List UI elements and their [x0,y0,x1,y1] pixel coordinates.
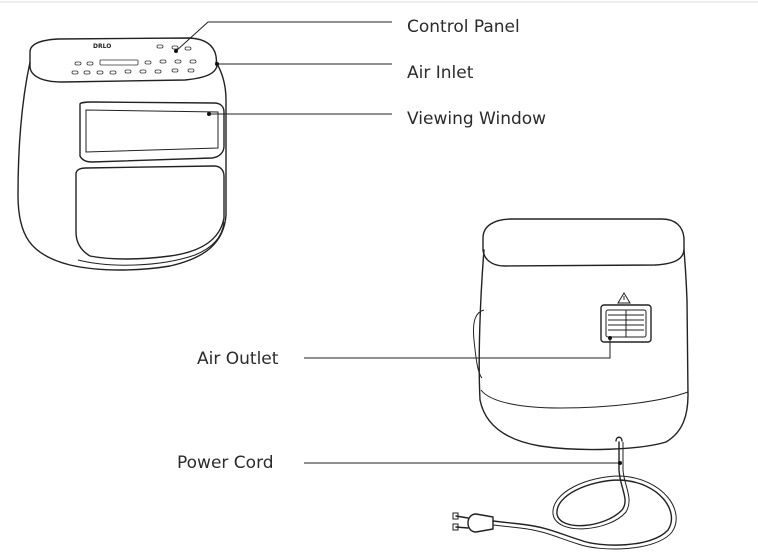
control-panel-buttons: DRLO [71,43,197,75]
front-base-curve [77,221,225,266]
callout-viewing-window: Viewing Window [207,109,546,129]
panel-button [187,68,195,73]
control-panel-dot [174,49,178,53]
back-body [478,249,689,451]
panel-button [96,70,104,75]
back-base-band [480,389,689,409]
back-side-panel [473,309,485,379]
viewing-window-dot [207,112,211,116]
panel-button [171,68,179,73]
brand-logo: DRLO [93,43,111,50]
power-cord-dot [618,461,622,465]
air-outlet-dot [608,336,612,340]
front-body [17,61,227,271]
viewing-window-inner [85,109,219,153]
control-panel-leader [175,21,392,52]
panel-button [139,69,147,74]
cord-outlet [615,436,623,442]
viewing-window [79,101,225,163]
air-inlet-label: Air Inlet [407,63,474,83]
panel-button [124,69,132,74]
power-plug [452,512,494,533]
panel-button [171,45,179,50]
panel-button [174,59,182,64]
air-outlet-leader [304,338,611,359]
panel-button [154,69,162,74]
warning-icon [617,292,631,304]
panel-button [189,59,197,64]
callout-air-inlet: Air Inlet [215,62,474,83]
panel-button [156,44,164,49]
panel-button [86,61,94,66]
panel-button [74,61,82,66]
viewing-window-label: Viewing Window [407,109,546,129]
panel-button [109,70,117,75]
panel-button [159,59,167,64]
callout-air-outlet: Air Outlet [197,336,612,369]
power-cord-outer [492,442,677,550]
panel-button [71,70,79,75]
callout-control-panel: Control Panel [174,17,520,53]
back-lid [482,218,685,267]
air-outlet-label: Air Outlet [197,349,279,369]
power-cord [492,441,673,546]
air-outlet-vent [600,304,652,343]
panel-button [184,46,192,51]
callout-power-cord: Power Cord [177,453,622,473]
front-view-air-fryer: DRLO [17,37,227,271]
front-drawer [75,165,225,260]
panel-display [99,59,139,66]
back-view-air-fryer [452,218,689,550]
panel-button [83,70,91,75]
air-inlet-dot [215,62,219,66]
panel-button [144,60,152,65]
control-panel-label: Control Panel [407,17,520,37]
power-cord-label: Power Cord [177,453,274,473]
